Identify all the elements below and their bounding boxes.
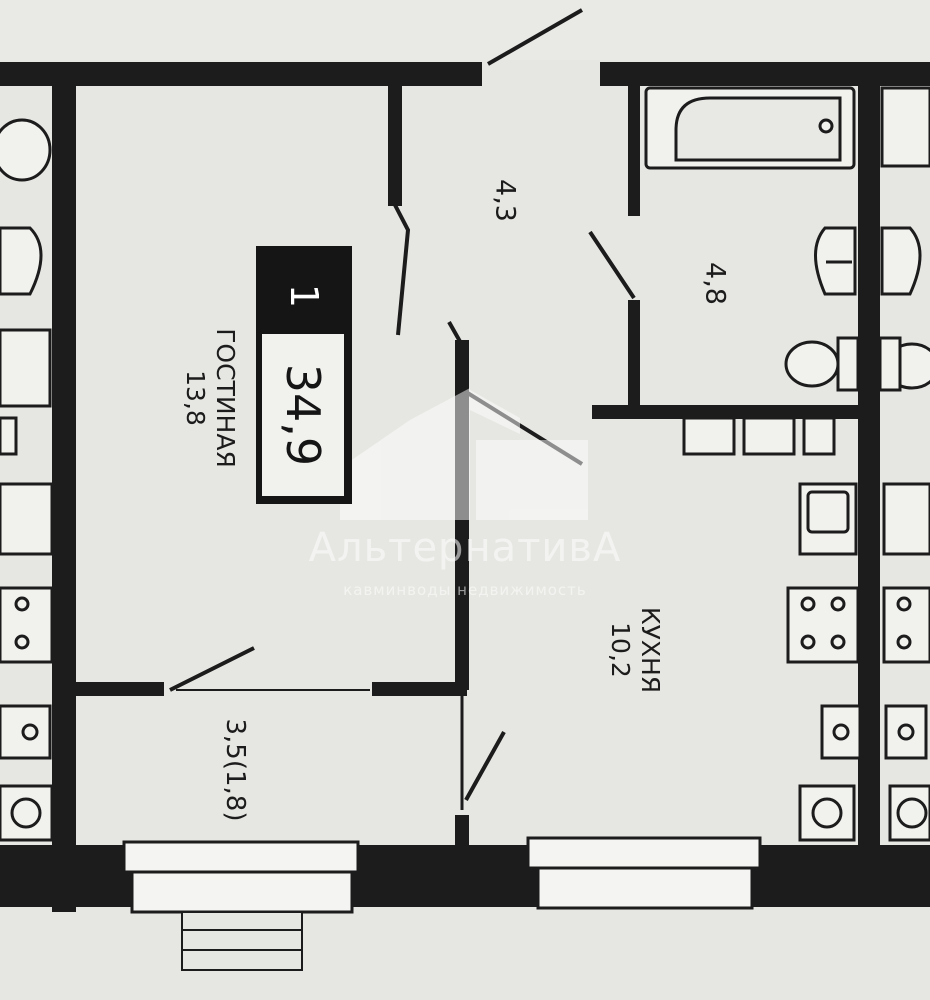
toilet-icon	[784, 336, 860, 392]
sink-icon	[0, 118, 54, 842]
room-count: 1	[282, 283, 326, 309]
living-room-name: ГОСТИНАЯ	[211, 328, 240, 468]
sink-icon	[878, 86, 930, 392]
balcony-area: 3,5(1,8)	[220, 718, 250, 822]
house-logo-icon	[340, 388, 588, 520]
stove-icon	[786, 586, 930, 664]
hallway-area: 4,3	[489, 179, 521, 222]
window-icon	[122, 836, 762, 971]
watermark-name: АльтернативА	[308, 525, 622, 571]
living-room-label: ГОСТИНАЯ 13,8	[180, 298, 240, 498]
bathtub-icon	[644, 86, 856, 170]
apartment-badge: 1 34,9	[256, 246, 352, 504]
washing-machine-icon	[798, 704, 930, 842]
sink-icon	[814, 226, 857, 296]
washing-machine-icon	[682, 416, 836, 456]
watermark-tagline: кавминводы недвижимость	[343, 581, 587, 599]
total-area-box: 34,9	[262, 334, 344, 496]
living-room-area: 13,8	[181, 370, 210, 426]
bathroom-area: 4,8	[699, 262, 731, 305]
watermark: АльтернативА кавминводы недвижимость	[285, 385, 645, 615]
kitchen-sink-icon	[798, 482, 930, 556]
